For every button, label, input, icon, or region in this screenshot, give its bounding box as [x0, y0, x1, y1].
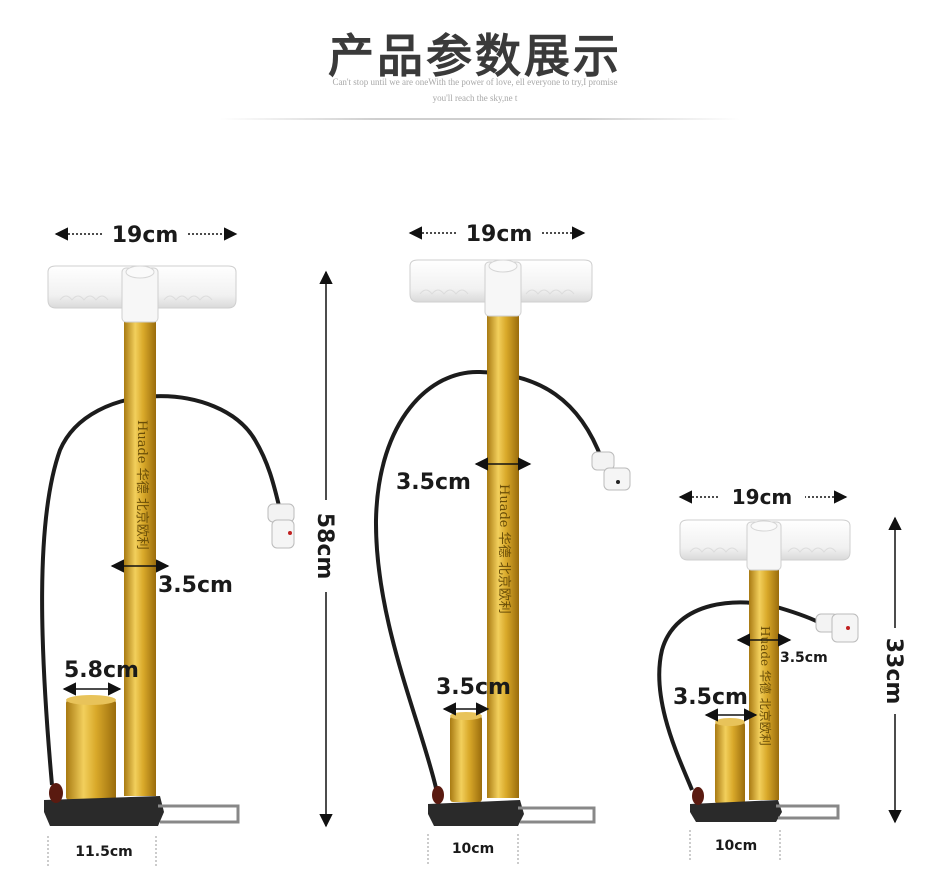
- pump-medium-base-width: 10cm: [452, 841, 494, 857]
- pump-large-nozzle: [267, 503, 295, 549]
- subtitle-line-1: Can't stop until we are oneWith the powe…: [332, 77, 618, 87]
- pump-small-height: 33cm: [881, 638, 906, 705]
- pump-large-cylinder-diameter: 5.8cm: [64, 658, 139, 683]
- pump-medium-handle: [409, 259, 593, 317]
- pump-large-height: 58cm: [312, 513, 337, 580]
- pump-small-hose: [657, 600, 823, 791]
- subtitle-line-2: you'll reach the sky,ne t: [432, 93, 518, 103]
- pump-small-handle: [679, 519, 851, 571]
- pump-small-barrel-diameter: 3.5cm: [780, 650, 828, 666]
- pump-small-barrel: [749, 568, 779, 800]
- pump-medium-barrel-diameter: 3.5cm: [396, 470, 471, 495]
- pump-small-cylinder-diameter: 3.5cm: [673, 685, 748, 710]
- pump-small: Huade 华德 北京欧利 19cm 33cm 3.5cm 3.5cm 10cm: [657, 483, 910, 860]
- pump-medium-cylinder: [450, 716, 482, 802]
- pump-medium-barrel-print: Huade 华德 北京欧利: [496, 484, 511, 614]
- pump-large-handle: [47, 265, 237, 323]
- pump-large-barrel-print: Huade 华德 北京欧利: [134, 420, 149, 550]
- pump-medium-base: [428, 786, 596, 826]
- pump-small-nozzle: [815, 613, 859, 643]
- header: 产品参数展示 Can't stop until we are oneWith t…: [0, 0, 950, 130]
- pump-small-handle-width: 19cm: [732, 485, 793, 509]
- pump-small-barrel-print: Huade 华德 北京欧利: [758, 626, 773, 746]
- pump-medium-cylinder-diameter: 3.5cm: [436, 675, 511, 700]
- pump-large-base-width: 11.5cm: [75, 844, 132, 860]
- pump-small-cylinder: [715, 722, 745, 804]
- pump-small-base: [690, 787, 840, 822]
- pump-medium: Huade 华德 北京欧利 19cm 3.5cm 3.5cm 10cm: [373, 219, 631, 864]
- pump-large-barrel: [124, 318, 156, 796]
- pump-large-handle-width: 19cm: [112, 223, 179, 248]
- pump-large: Huade 华德 北京欧利 19cm 58cm 3.5cm 5.8cm: [40, 220, 342, 866]
- pump-medium-barrel: [487, 314, 519, 798]
- pump-large-base: [44, 783, 240, 826]
- page-title: 产品参数展示: [328, 29, 622, 83]
- pump-large-cylinder: [66, 700, 116, 800]
- pump-medium-hose: [373, 369, 604, 789]
- pump-small-base-width: 10cm: [715, 838, 757, 854]
- pump-large-hose: [40, 394, 282, 786]
- pump-large-barrel-diameter: 3.5cm: [158, 573, 233, 598]
- pump-medium-nozzle: [591, 451, 631, 491]
- pump-medium-handle-width: 19cm: [466, 222, 533, 247]
- header-divider: [220, 118, 740, 120]
